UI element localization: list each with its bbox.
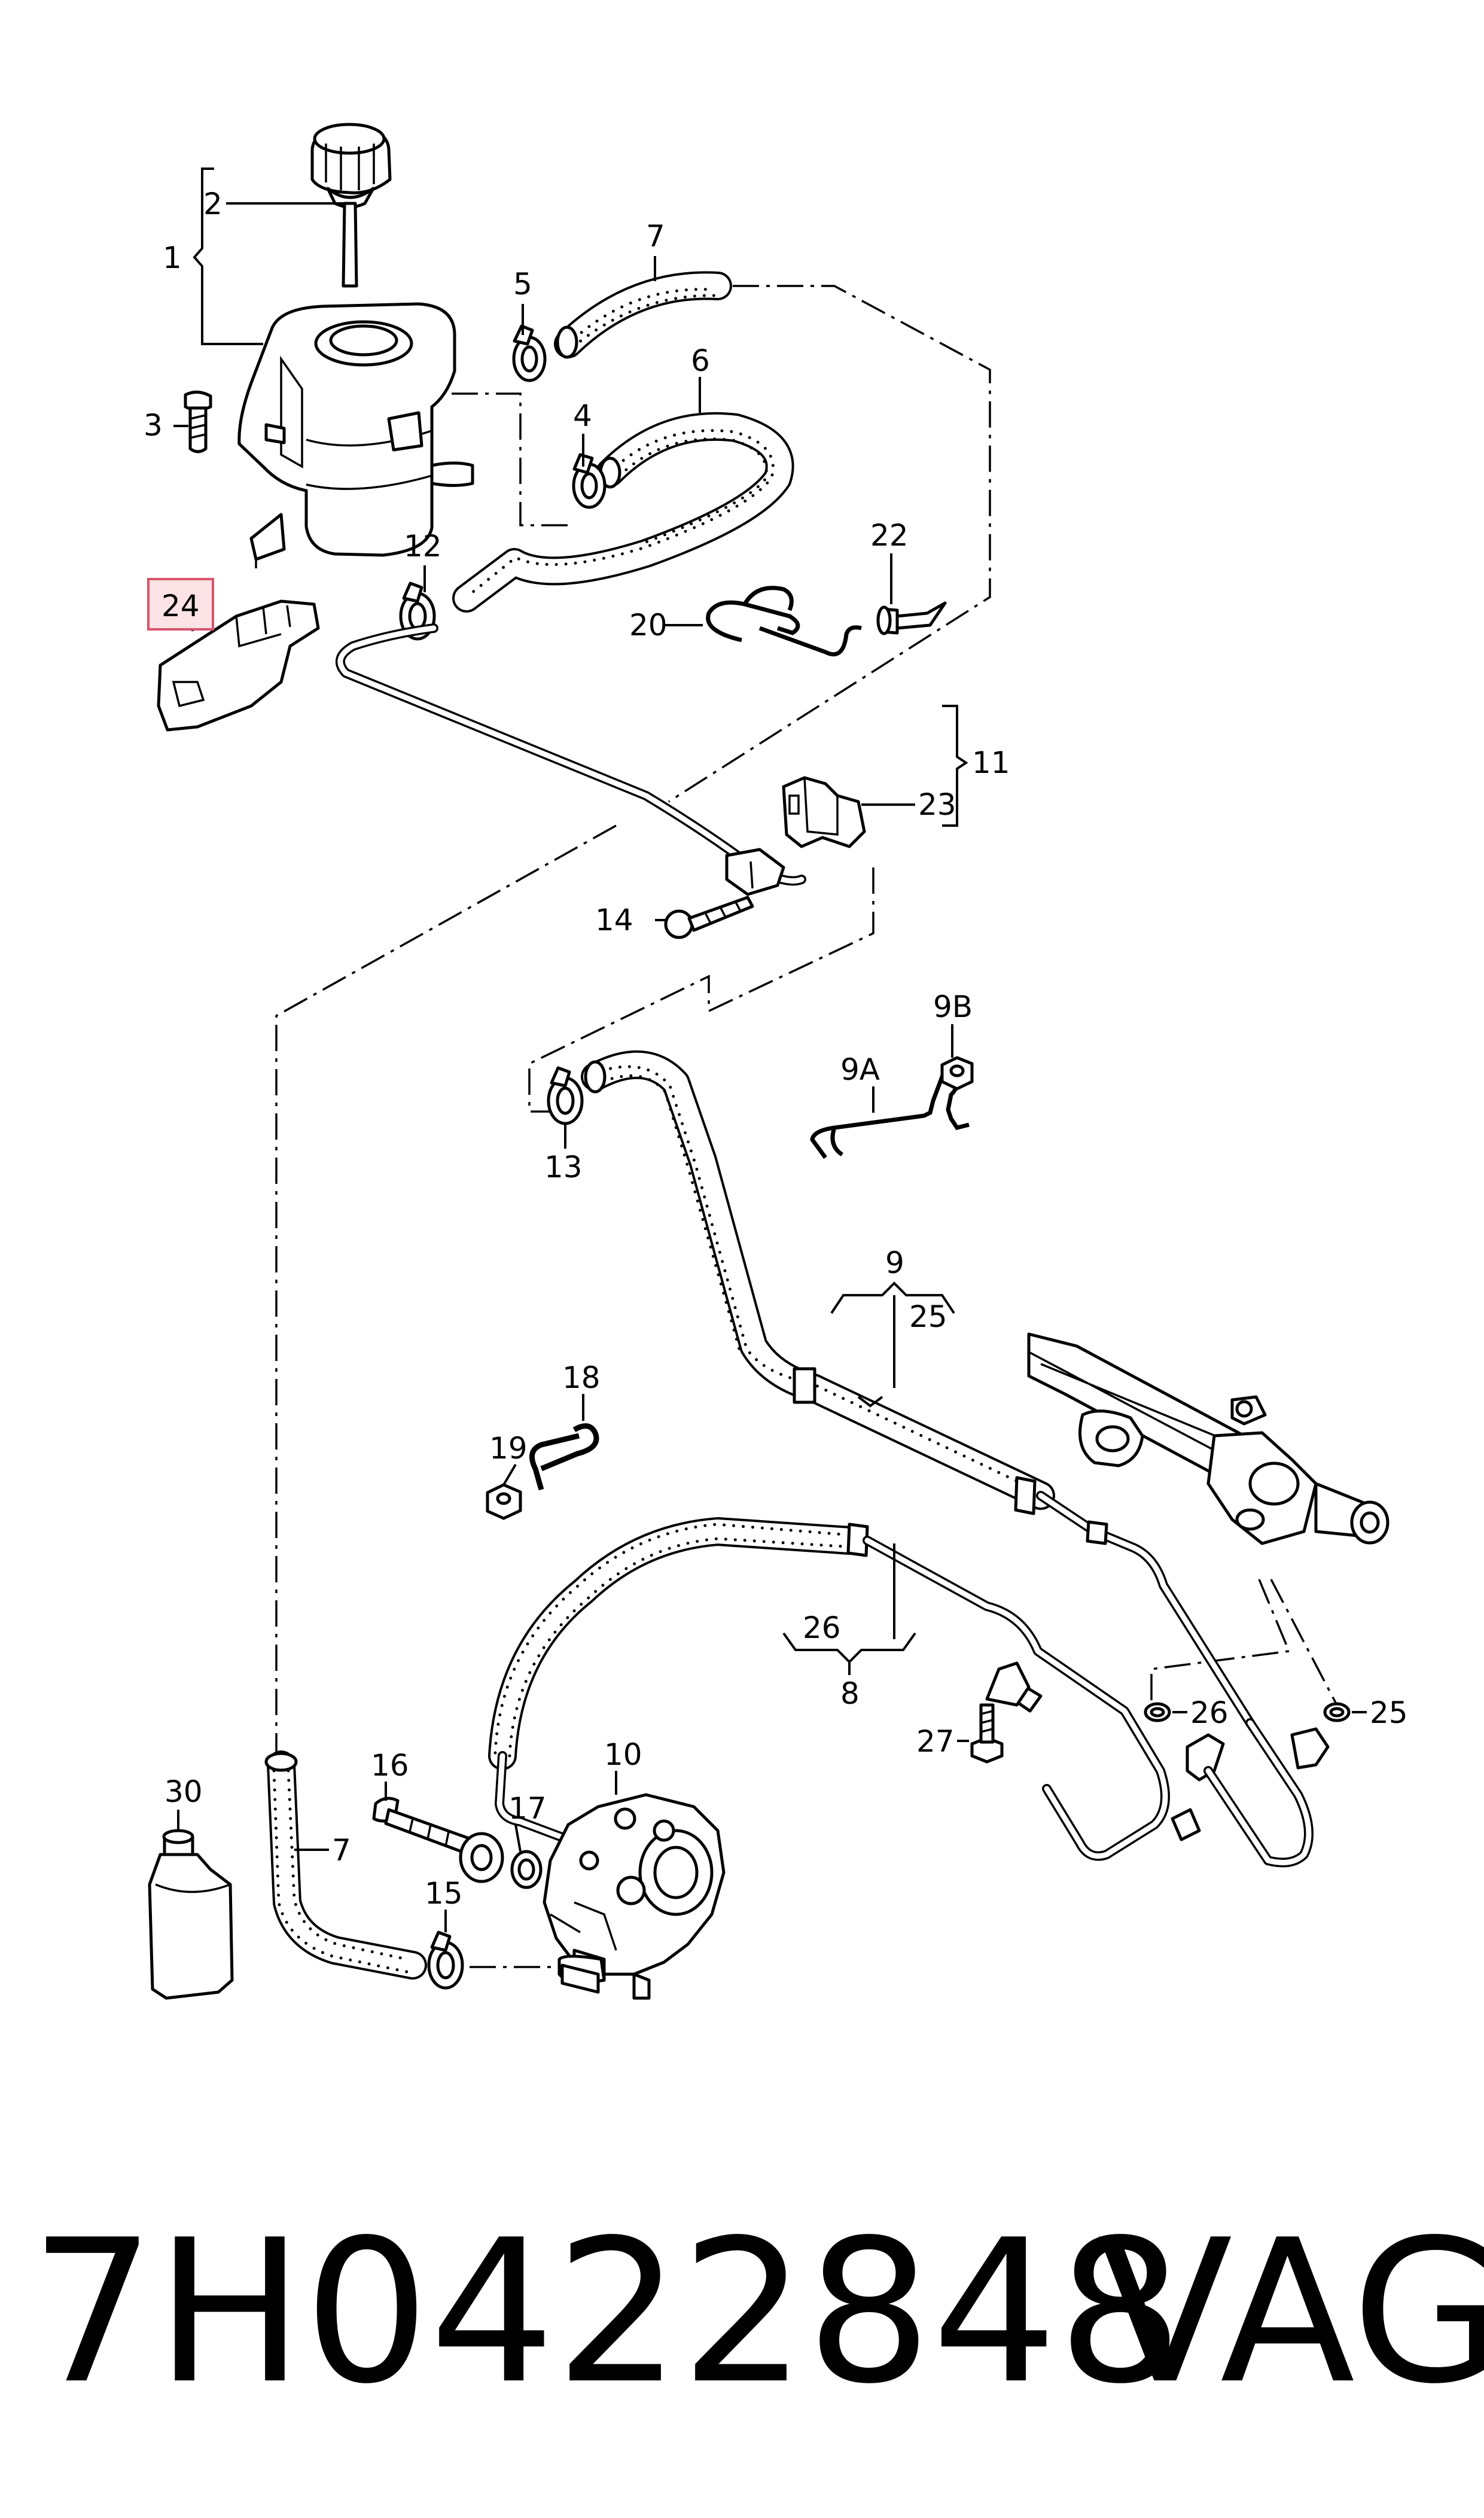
label-3: 3 [144, 408, 163, 443]
brand-name: VAG [1098, 2197, 1484, 2427]
seal-17 [510, 1850, 543, 1889]
label-2: 2 [203, 187, 223, 221]
label-13: 13 [544, 1150, 583, 1185]
label-4: 4 [573, 398, 592, 433]
clip-20 [706, 586, 862, 657]
pin-22 [876, 601, 947, 635]
power-steering-pump [543, 1793, 726, 2000]
pressure-hose-9 [581, 1050, 1255, 1728]
label-19: 19 [489, 1431, 528, 1466]
nut-19 [486, 1483, 522, 1520]
bracket-23 [782, 776, 866, 848]
label-17: 17 [508, 1791, 547, 1826]
label-25-upper: 25 [909, 1299, 947, 1334]
label-8: 8 [840, 1676, 860, 1711]
fluid-reservoir [237, 302, 474, 568]
clamp-4 [572, 453, 607, 509]
reservoir-cap [310, 123, 392, 288]
label-9b: 9B [933, 989, 973, 1024]
label-20: 20 [629, 608, 668, 643]
label-15: 15 [425, 1876, 463, 1911]
label-10: 10 [604, 1737, 642, 1772]
label-24: 24 [161, 589, 200, 623]
banjo-bolt-16 [372, 1797, 474, 1856]
bolt-14 [664, 896, 754, 939]
hose-7-upper [554, 271, 732, 359]
pressure-hose-8 [488, 1517, 1330, 1868]
o-ring-26 [1144, 1702, 1171, 1722]
hose-6 [452, 412, 794, 613]
label-5: 5 [513, 267, 532, 302]
label-30: 30 [164, 1774, 203, 1809]
clamp-13 [547, 1066, 584, 1125]
bracket-24 [157, 599, 320, 732]
label-23: 23 [918, 787, 956, 822]
part-number: 7H0422848 [30, 2197, 1183, 2427]
o-ring-25 [1323, 1702, 1351, 1722]
return-pipe [336, 623, 806, 896]
clamp-5 [512, 324, 547, 382]
label-14: 14 [595, 903, 633, 937]
fluid-bottle [148, 1829, 234, 2000]
label-22: 22 [870, 518, 909, 553]
label-26-lower: 26 [1190, 1695, 1229, 1730]
bolt-27 [970, 1661, 1031, 1764]
callout-labels: 2 1 3 5 7 6 4 12 22 20 24 11 23 14 9B 9A… [144, 187, 1408, 1911]
label-9a: 9A [840, 1052, 880, 1087]
leader-lines [173, 202, 1367, 1932]
clip-9a [810, 1071, 970, 1159]
label-11: 11 [972, 745, 1010, 780]
steering-rack [1027, 1332, 1389, 1545]
banjo-fitting [459, 1832, 504, 1883]
nut-9b [940, 1056, 974, 1091]
label-6: 6 [691, 343, 710, 378]
label-9: 9 [885, 1246, 904, 1280]
label-7-lower: 7 [332, 1833, 351, 1868]
label-7-upper: 7 [646, 219, 665, 254]
connection-lines [275, 285, 1338, 1968]
grouping-brackets [193, 168, 968, 1675]
highlight-box-24 [147, 578, 214, 631]
bolt-3 [184, 391, 212, 453]
label-1: 1 [163, 240, 182, 275]
label-27: 27 [916, 1724, 955, 1759]
hose-7-lower [264, 1750, 427, 1980]
bracket-18 [529, 1423, 599, 1491]
label-26-upper: 26 [803, 1610, 841, 1645]
label-18: 18 [562, 1360, 601, 1395]
label-12: 12 [404, 529, 442, 564]
clamp-15 [427, 1931, 464, 1990]
label-25-lower: 25 [1370, 1695, 1408, 1730]
label-16: 16 [371, 1748, 409, 1783]
